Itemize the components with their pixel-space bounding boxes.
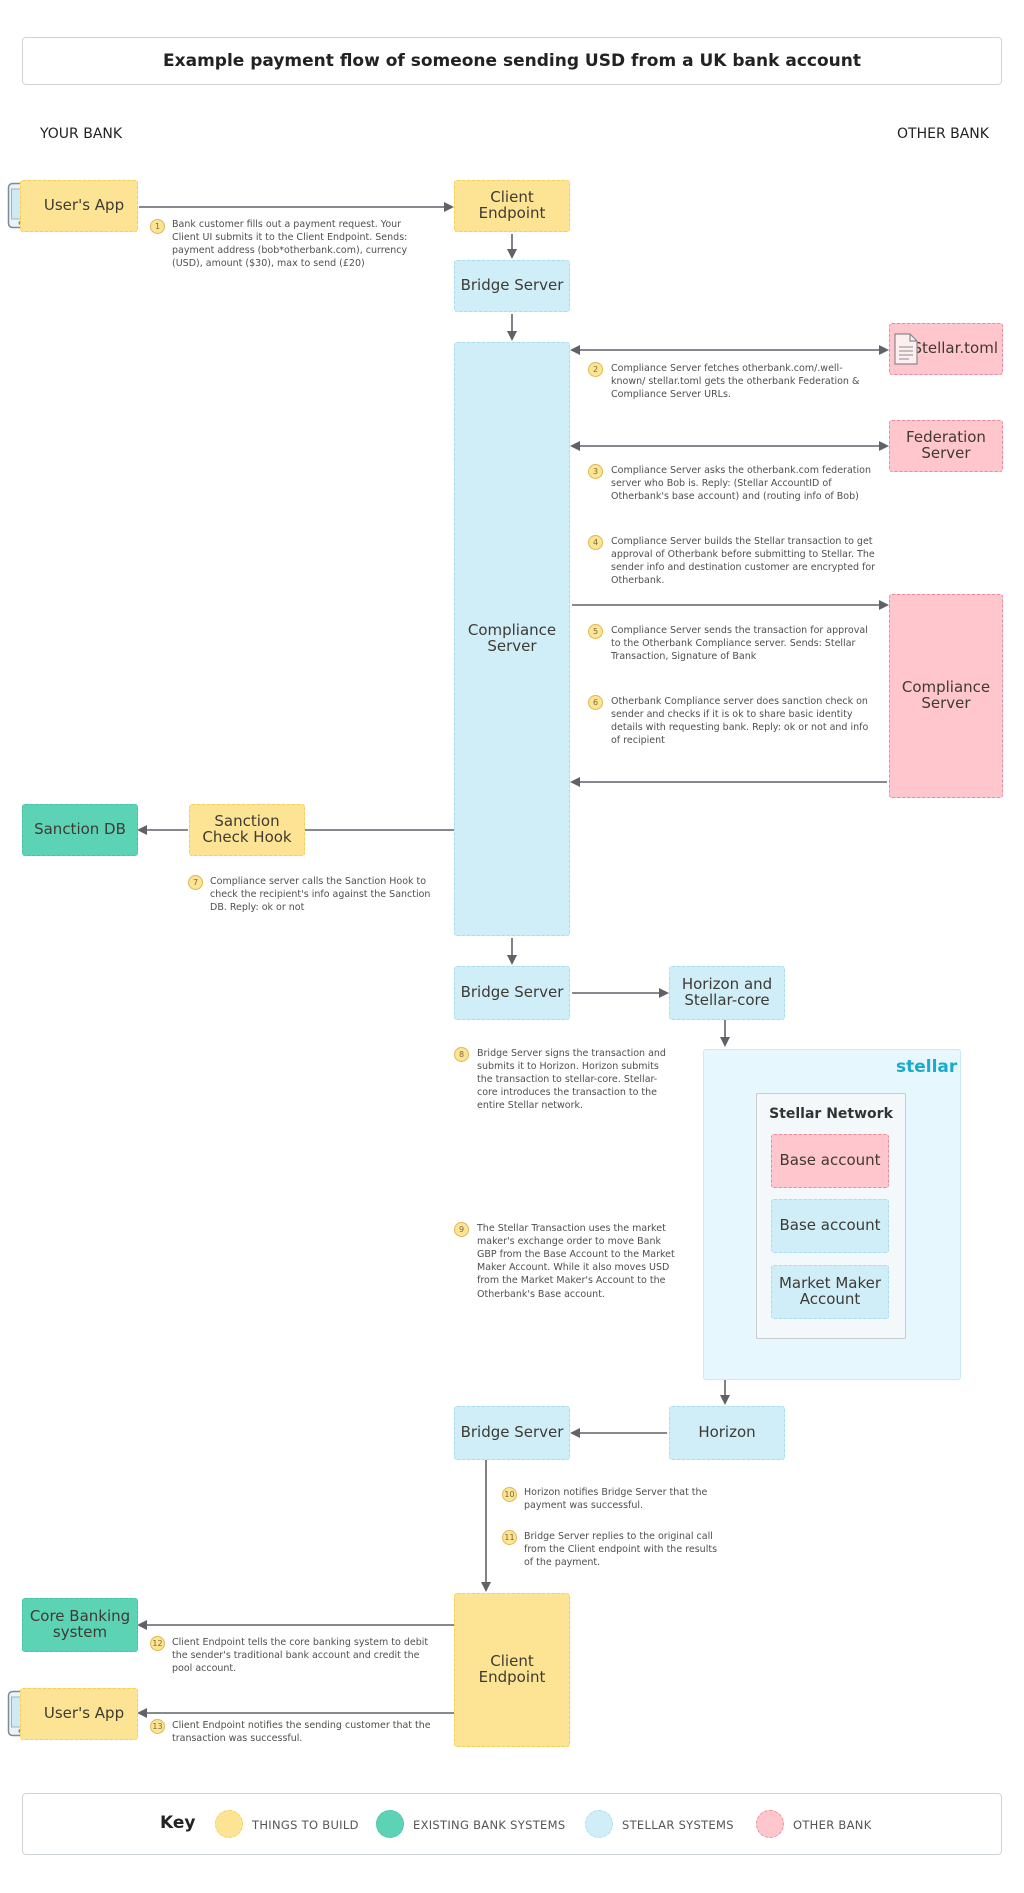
step-note: Otherbank Compliance server does sanctio… (611, 696, 869, 747)
step-number: 1 (150, 219, 165, 234)
step-number: 13 (150, 1719, 165, 1734)
key-label-other: OTHER BANK (793, 1818, 872, 1832)
stellar-logo: stellar (896, 1057, 958, 1077)
other-bank-header: OTHER BANK (897, 126, 989, 142)
key-swatch-existing (376, 1810, 404, 1838)
step-number: 11 (502, 1530, 517, 1545)
client-endpoint-top: Client Endpoint (454, 180, 570, 232)
users-app-top: User's App (20, 180, 138, 232)
bridge-server-3: Bridge Server (454, 1406, 570, 1460)
key-title: Key (160, 1813, 196, 1833)
step-note: Bank customer fills out a payment reques… (172, 219, 408, 270)
key-label-stellar: STELLAR SYSTEMS (622, 1818, 734, 1832)
step-number: 12 (150, 1636, 165, 1651)
stellar-network-title: Stellar Network (769, 1106, 893, 1122)
horizon: Horizon (669, 1406, 785, 1460)
step-number: 7 (188, 875, 203, 890)
bridge-server-1: Bridge Server (454, 260, 570, 312)
step-note: Client Endpoint tells the core banking s… (172, 1637, 429, 1675)
step-number: 4 (588, 535, 603, 550)
step-note: Compliance server calls the Sanction Hoo… (210, 876, 431, 914)
step-number: 8 (454, 1047, 469, 1062)
client-endpoint-bottom: Client Endpoint (454, 1593, 570, 1747)
core-banking-system: Core Banking system (22, 1598, 138, 1652)
sanction-db: Sanction DB (22, 804, 138, 856)
step-number: 6 (588, 695, 603, 710)
step-note: Compliance Server builds the Stellar tra… (611, 536, 876, 587)
compliance-server: Compliance Server (454, 342, 570, 936)
horizon-stellar-core: Horizon and Stellar-core (669, 966, 785, 1020)
step-note: The Stellar Transaction uses the market … (477, 1223, 675, 1300)
step-note: Horizon notifies Bridge Server that the … (524, 1487, 708, 1512)
step-note: Compliance Server sends the transaction … (611, 625, 868, 663)
bridge-server-2: Bridge Server (454, 966, 570, 1020)
step-number: 10 (502, 1487, 517, 1502)
step-note: Compliance Server asks the otherbank.com… (611, 465, 871, 503)
key-label-build: THINGS TO BUILD (252, 1818, 359, 1832)
step-number: 3 (588, 464, 603, 479)
key-swatch-stellar (585, 1810, 613, 1838)
stellar-toml-label: Stellar.toml (912, 339, 998, 358)
federation-server: Federation Server (889, 420, 1003, 472)
market-maker-account: Market Maker Account (771, 1265, 889, 1319)
other-compliance-server: Compliance Server (889, 594, 1003, 798)
base-account-other: Base account (771, 1134, 889, 1188)
step-number: 2 (588, 362, 603, 377)
step-number: 9 (454, 1222, 469, 1237)
step-number: 5 (588, 624, 603, 639)
diagram-title: Example payment flow of someone sending … (22, 37, 1002, 85)
key-swatch-other (756, 1810, 784, 1838)
key-swatch-build (215, 1810, 243, 1838)
your-bank-header: YOUR BANK (40, 126, 123, 142)
users-app-bottom: User's App (20, 1688, 138, 1740)
step-note: Compliance Server fetches otherbank.com/… (611, 363, 860, 401)
step-note: Client Endpoint notifies the sending cus… (172, 1720, 431, 1745)
step-note: Bridge Server replies to the original ca… (524, 1531, 718, 1569)
step-note: Bridge Server signs the transaction and … (477, 1048, 666, 1112)
sanction-check-hook: Sanction Check Hook (189, 804, 305, 856)
base-account-stellar: Base account (771, 1199, 889, 1253)
key-label-existing: EXISTING BANK SYSTEMS (413, 1818, 566, 1832)
key-legend (22, 1793, 1002, 1855)
stellar-toml-node: Stellar.toml (889, 323, 1003, 375)
document-icon (894, 333, 918, 365)
